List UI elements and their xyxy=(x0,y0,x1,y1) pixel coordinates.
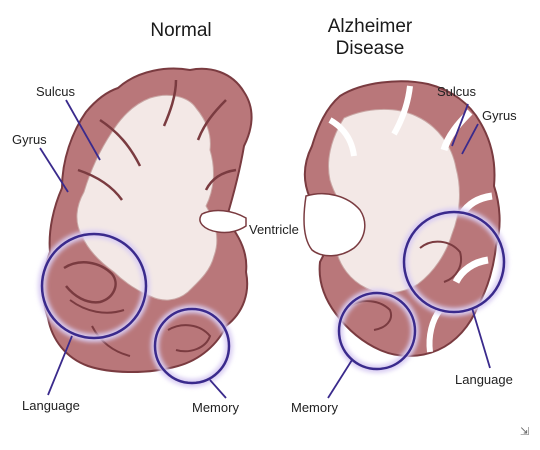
label-ventricle: Ventricle xyxy=(249,222,299,237)
label-sulcus-right: Sulcus xyxy=(437,84,476,99)
label-gyrus-left: Gyrus xyxy=(12,132,47,147)
normal-title: Normal xyxy=(138,20,224,41)
label-memory-right: Memory xyxy=(291,400,338,415)
language-leader-right xyxy=(472,308,490,368)
alzheimer-title-line1: Alzheimer xyxy=(320,16,420,37)
normal-ventricle xyxy=(200,211,246,233)
alzheimer-title-line2: Disease xyxy=(320,38,420,59)
label-sulcus-left: Sulcus xyxy=(36,84,75,99)
label-gyrus-right: Gyrus xyxy=(482,108,517,123)
label-memory-left: Memory xyxy=(192,400,239,415)
memory-leader-right xyxy=(328,360,352,398)
label-language-left: Language xyxy=(22,398,80,413)
memory-leader-left xyxy=(210,380,226,398)
enlarge-icon[interactable]: ⇲ xyxy=(520,425,529,438)
label-language-right: Language xyxy=(455,372,513,387)
